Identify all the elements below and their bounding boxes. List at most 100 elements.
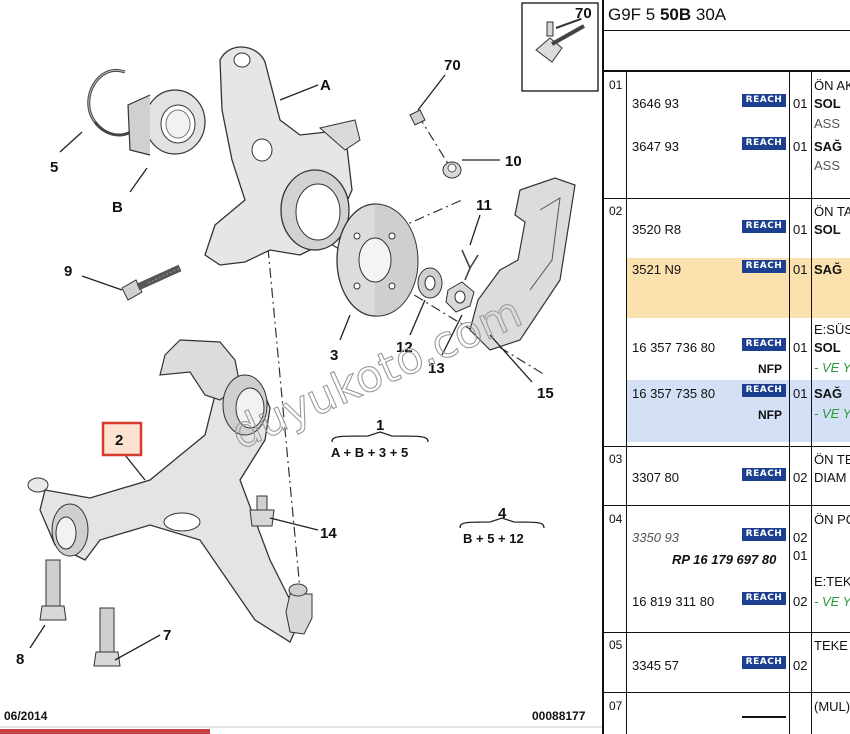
parts-table: G9F 5 50B 30A 01 ÖN AK 3646 93 REACH 01 … — [602, 0, 850, 734]
part-number[interactable]: 3345 57 — [632, 658, 679, 673]
desc-secondary: ASS — [814, 158, 841, 173]
part-number[interactable]: 16 357 735 80 — [632, 386, 716, 401]
nfp-label: NFP — [758, 362, 782, 376]
brake-shield-15 — [469, 177, 576, 351]
desc-secondary: ASS — [814, 116, 841, 131]
footer-date: 06/2014 — [4, 709, 48, 723]
qty: 01 — [793, 139, 808, 154]
qty: 01 — [793, 222, 808, 237]
wheel-hub-3 — [336, 203, 419, 317]
wheel-bearing-B — [127, 89, 206, 156]
row-index-05: 05 — [609, 638, 623, 652]
replacement-part[interactable]: RP 16 179 697 80 — [672, 552, 777, 567]
callout-15: 15 — [537, 385, 554, 402]
callout-A: A — [320, 77, 331, 94]
callout-1: 1 — [376, 417, 384, 434]
row-index-07: 07 — [609, 699, 623, 713]
steering-knuckle-A — [204, 46, 361, 266]
callout-11: 11 — [476, 197, 492, 214]
row-highlight-3521N9 — [626, 258, 850, 318]
bolt-7 — [93, 607, 121, 667]
row-title-02: ÖN TA — [814, 204, 850, 219]
reach-badge: REACH — [742, 656, 786, 669]
callout-70: 70 — [444, 57, 461, 74]
reach-badge: REACH — [742, 468, 786, 481]
row-title-07: (MUL) — [814, 699, 850, 714]
thumb-ref-label: 70 — [575, 5, 592, 22]
qty: 01 — [793, 340, 808, 355]
qty: 02 — [793, 658, 808, 673]
thumbnail-bolt-70: 70 — [521, 2, 599, 92]
lower-control-arm-2 — [27, 339, 313, 643]
desc: SAĞ — [814, 386, 843, 401]
row-title-esus: E:SÜS — [814, 322, 850, 337]
exploded-parts-diagram: 70 — [0, 2, 602, 734]
bolt-70 — [409, 109, 426, 126]
row-title-03: ÖN TE — [814, 452, 850, 467]
qty: 01 — [793, 548, 808, 563]
part-number[interactable]: 3350 93 — [632, 530, 679, 545]
desc: SAĞ — [814, 262, 843, 277]
bolt-8 — [39, 559, 67, 621]
bolt-14 — [249, 495, 275, 527]
reach-badge: REACH — [742, 94, 786, 107]
callout-2-highlight — [101, 421, 143, 457]
callout-2: 2 — [115, 432, 123, 449]
callout-8: 8 — [16, 651, 24, 668]
row-title-05: TEKE — [814, 638, 848, 653]
reach-badge: REACH — [742, 592, 786, 605]
part-number[interactable]: 16 357 736 80 — [632, 340, 716, 355]
row-index-03: 03 — [609, 452, 623, 466]
callout-3: 3 — [330, 347, 338, 364]
header-code: G9F 5 50B 30A — [608, 5, 727, 24]
reach-badge: REACH — [742, 137, 786, 150]
desc-secondary: - VE Y — [814, 406, 850, 421]
callout-4: 4 — [498, 505, 507, 522]
qty: 01 — [793, 96, 808, 111]
desc-secondary: - VE Y — [814, 594, 850, 609]
nut-10 — [442, 161, 462, 179]
row-highlight-1635773580 — [626, 380, 850, 442]
desc: DIAM — [814, 470, 847, 485]
hub-nut-12 — [417, 267, 443, 299]
nfp-label: NFP — [758, 408, 782, 422]
desc: SAĞ — [814, 139, 843, 154]
desc: SOL — [814, 96, 841, 111]
reach-badge: REACH — [742, 528, 786, 541]
part-number[interactable]: 16 819 311 80 — [632, 594, 715, 609]
row-index-04: 04 — [609, 512, 623, 526]
qty: 01 — [793, 262, 808, 277]
callout-B: B — [112, 199, 123, 216]
callout-12: 12 — [396, 339, 413, 356]
callout-5: 5 — [50, 159, 58, 176]
part-number[interactable]: 3647 93 — [632, 139, 679, 154]
callout-9: 9 — [64, 263, 72, 280]
part-number[interactable]: 3520 R8 — [632, 222, 682, 237]
callout-10: 10 — [505, 153, 522, 170]
reach-badge: REACH — [742, 220, 786, 233]
qty: 02 — [793, 530, 808, 545]
part-number[interactable]: 3521 N9 — [632, 262, 682, 277]
qty: 02 — [793, 470, 808, 485]
bolt-9 — [121, 264, 182, 301]
callout-13: 13 — [428, 360, 445, 377]
row-title-etek: E:TEK — [814, 574, 850, 589]
desc: SOL — [814, 222, 841, 237]
footer-code: 00088177 — [532, 709, 586, 723]
desc-secondary: - VE Y — [814, 360, 850, 375]
callout-14: 14 — [320, 525, 337, 542]
reach-badge: REACH — [742, 338, 786, 351]
row-index-01: 01 — [609, 78, 623, 92]
row-title-04: ÖN PO — [814, 512, 850, 527]
split-pin-11 — [461, 249, 479, 281]
row-index-02: 02 — [609, 204, 623, 218]
row-title-01: ÖN AK — [814, 78, 850, 93]
reach-badge: REACH — [742, 384, 786, 397]
part-number[interactable]: 3646 93 — [632, 96, 679, 111]
qty: 02 — [793, 594, 808, 609]
desc: SOL — [814, 340, 841, 355]
castle-nut-13 — [445, 281, 475, 313]
qty: 01 — [793, 386, 808, 401]
formula-braces — [331, 431, 545, 529]
part-number[interactable]: 3307 80 — [632, 470, 679, 485]
